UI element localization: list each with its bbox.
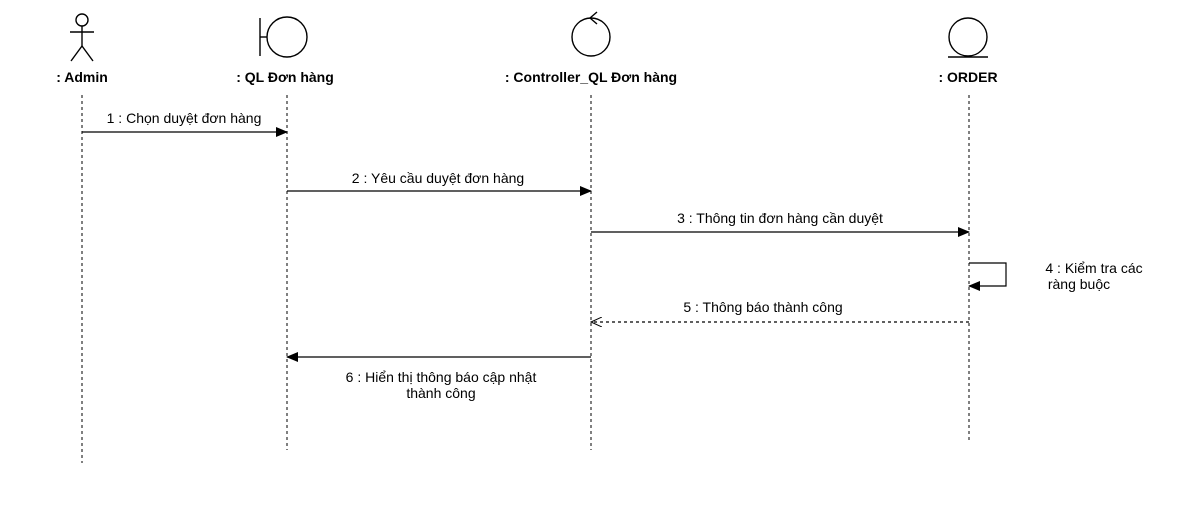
control-icon [571,11,611,57]
participant-label-controller: : Controller_QL Đơn hàng [505,69,677,85]
message-4: 4 : Kiểm tra các ràng buộc [968,260,1143,292]
message-2-label: 2 : Yêu cầu duyệt đơn hàng [352,170,524,186]
participant-label-ql-don-hang: : QL Đơn hàng [236,69,334,85]
participant-order: : ORDER [938,17,998,442]
message-5-label: 5 : Thông báo thành công [683,299,842,315]
message-6-label-line-2: thành công [406,385,475,401]
message-6: 6 : Hiển thị thông báo cập nhật thành cô… [286,352,591,401]
entity-icon [948,17,988,58]
boundary-icon [259,16,308,58]
actor-icon [70,13,94,62]
message-2: 2 : Yêu cầu duyệt đơn hàng [287,170,592,196]
participant-label-order: : ORDER [938,69,997,85]
message-4-arrow [968,262,1007,291]
message-4-label-line-1: 4 : Kiểm tra các [1045,260,1142,276]
message-1: 1 : Chọn duyệt đơn hàng [82,110,288,137]
message-3-label: 3 : Thông tin đơn hàng cần duyệt [677,210,883,226]
participant-admin: : Admin [56,13,108,463]
message-3: 3 : Thông tin đơn hàng cần duyệt [591,210,970,237]
message-1-label: 1 : Chọn duyệt đơn hàng [107,110,262,126]
participant-controller: : Controller_QL Đơn hàng [505,11,677,450]
message-4-label-line-2: ràng buộc [1048,276,1110,292]
message-5: 5 : Thông báo thành công [591,299,969,322]
message-6-label-line-1: 6 : Hiển thị thông báo cập nhật [346,369,537,385]
participant-label-admin: : Admin [56,69,108,85]
participant-ql-don-hang: : QL Đơn hàng [236,16,334,450]
